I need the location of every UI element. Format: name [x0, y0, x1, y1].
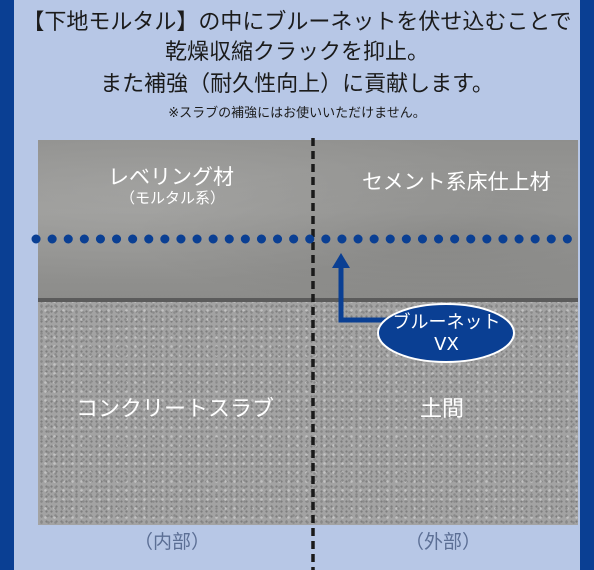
blue-net-vx-callout: ブルーネット VX [378, 304, 515, 363]
layer-seam [38, 298, 578, 302]
callout-line-1: ブルーネット [392, 311, 501, 333]
mortar-layer [38, 140, 578, 300]
header-line-2: 乾燥収縮クラックを抑止。 [164, 40, 429, 65]
cross-section-photo: レベリング材 （モルタル系） セメント系床仕上材 コンクリートスラブ 土間 [38, 140, 578, 525]
doma-label: 土間 [420, 397, 465, 422]
header-line-1: 【下地モルタル】の中にブルーネットを伏せ込むことで [22, 10, 572, 35]
header-line-3: また補強（耐久性向上）に貢献します。 [100, 72, 494, 97]
outer-side-label: （外部） [405, 531, 482, 553]
diagram-panel: 【下地モルタル】の中にブルーネットを伏せ込むことで 乾燥収縮クラックを抑止。 ま… [14, 0, 580, 570]
callout-line-2: VX [434, 333, 459, 355]
callout-arrow-line [338, 266, 396, 323]
cement-finish-label: セメント系床仕上材 [362, 170, 551, 194]
inner-side-label: （内部） [134, 531, 211, 553]
callout-badge-shape [377, 303, 515, 363]
leveling-material-label: レベリング材 [108, 165, 234, 189]
leveling-material-sublabel: （モルタル系） [120, 189, 226, 207]
header-note: ※スラブの補強にはお使いいただけません。 [168, 106, 426, 121]
diagram-overlay [31, 138, 580, 570]
concrete-slab-label: コンクリートスラブ [76, 397, 275, 422]
callout-arrowhead [332, 253, 350, 268]
